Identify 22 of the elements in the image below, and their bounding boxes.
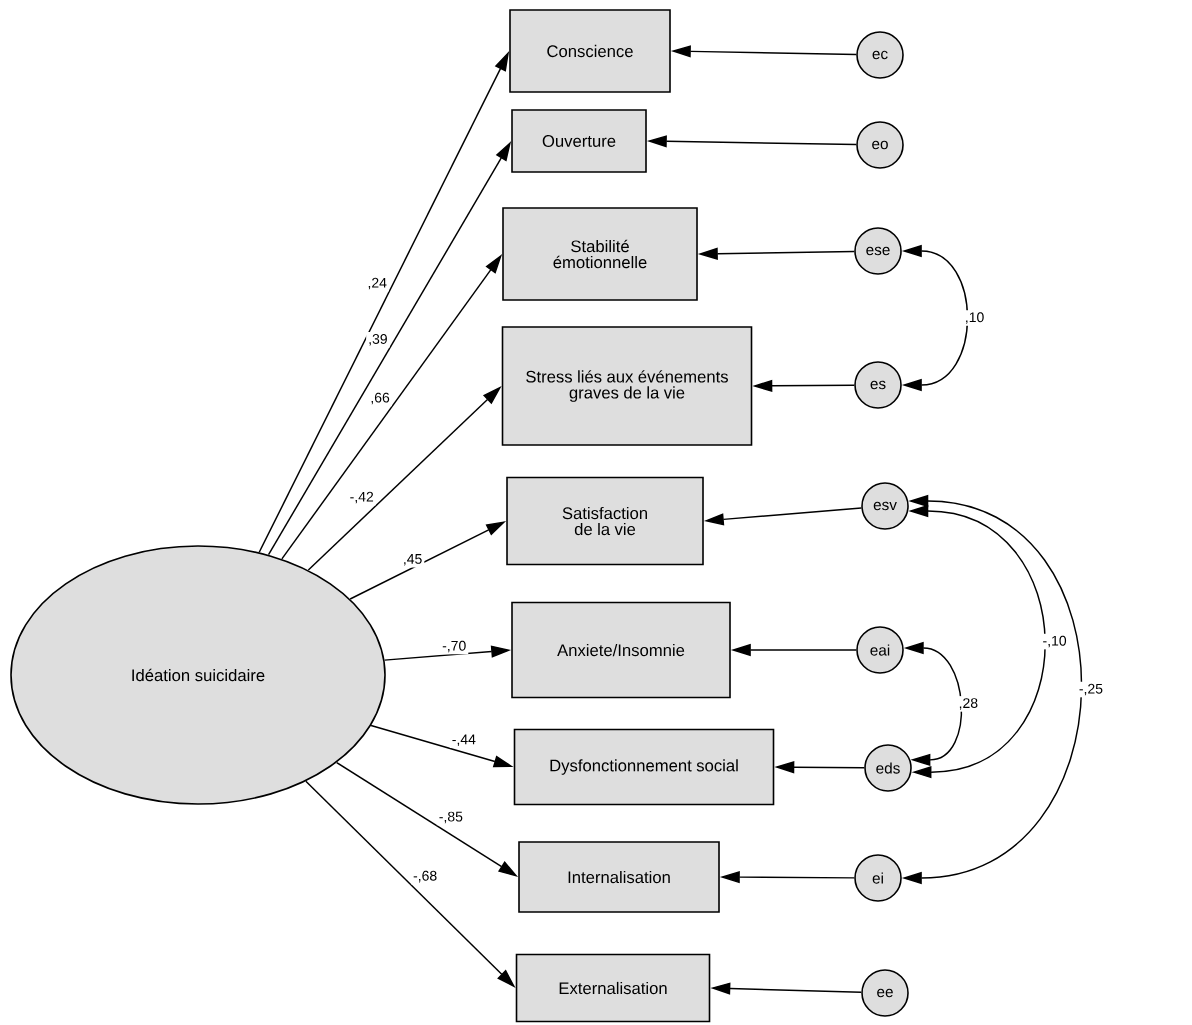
edge-label: -,42	[347, 489, 376, 506]
observed-variable-box: Dysfonctionnement social	[513, 728, 775, 806]
observed-variable-box: Stabilité émotionnelle	[502, 207, 698, 301]
edge-label: -,10	[1040, 633, 1069, 650]
observed-variable-box: Internalisation	[518, 841, 720, 913]
observed-variable-box: Externalisation	[515, 953, 711, 1023]
observed-variable-box: Conscience	[509, 9, 671, 93]
edge-label: ,24	[365, 275, 389, 292]
observed-variable-box: Anxiete/Insomnie	[511, 601, 731, 699]
edge-label: ,66	[368, 390, 392, 407]
edge-label: -,44	[449, 732, 478, 749]
edge-label: ,10	[962, 310, 987, 326]
edge-label: -,85	[436, 809, 465, 826]
observed-variable-box: Ouverture	[511, 109, 647, 173]
edge-label: -,68	[411, 868, 440, 885]
edge-label: ,45	[400, 552, 425, 568]
edge-label: -,70	[440, 638, 469, 655]
edge-label: -,25	[1076, 681, 1105, 698]
observed-variable-box: Stress liés aux événements graves de la vie	[501, 326, 753, 446]
edge-label: ,28	[956, 696, 981, 712]
observed-variable-box: Satisfaction de la vie	[506, 476, 704, 566]
edge-label: ,39	[366, 332, 390, 348]
